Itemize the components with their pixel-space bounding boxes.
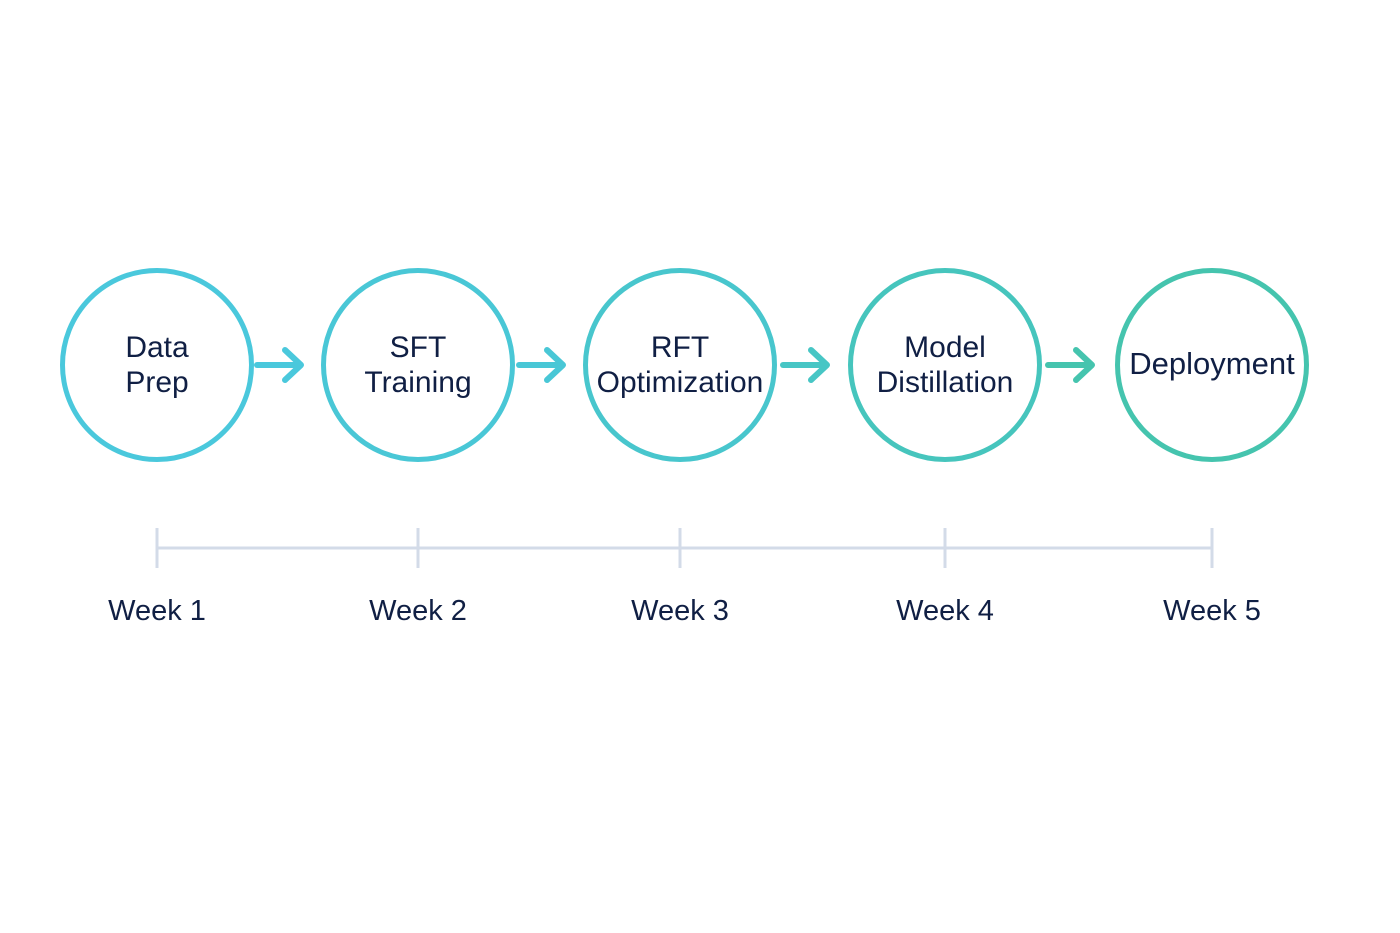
timeline-labels-group: Week 1 Week 2 Week 3 Week 4 Week 5 — [108, 595, 1261, 627]
timeline-label-week-3: Week 3 — [631, 595, 729, 627]
stage-node-model-distillation[interactable]: Model Distillation — [848, 268, 1042, 462]
stage-nodes-group: Data Prep SFT Training RFT Optimization … — [60, 268, 1309, 462]
stage-label-model-distillation-line1: Model — [904, 331, 986, 364]
stage-label-data-prep-line1: Data — [125, 331, 189, 364]
timeline-label-week-2: Week 2 — [369, 595, 467, 627]
stage-node-rft-optimization[interactable]: RFT Optimization — [583, 268, 777, 462]
arrow-right-icon-3 — [780, 347, 830, 383]
arrow-right-icon-2 — [516, 347, 566, 383]
timeline-label-week-1: Week 1 — [108, 595, 206, 627]
stage-node-deployment[interactable]: Deployment — [1115, 268, 1309, 462]
timeline-label-week-4: Week 4 — [896, 595, 994, 627]
stage-label-sft-training-line2: Training — [364, 366, 471, 399]
arrow-right-icon-1 — [254, 347, 304, 383]
stage-circle-data-prep[interactable] — [60, 268, 254, 462]
stage-circle-sft-training[interactable] — [321, 268, 515, 462]
stage-circle-model-distillation[interactable] — [848, 268, 1042, 462]
stage-label-deployment-line1: Deployment — [1129, 346, 1295, 381]
stage-circle-deployment[interactable] — [1115, 268, 1309, 462]
stage-label-data-prep-line2: Prep — [125, 366, 188, 399]
arrow-right-icon-4 — [1045, 347, 1095, 383]
stage-label-rft-optimization-line1: RFT — [651, 331, 709, 364]
stage-circle-rft-optimization[interactable] — [583, 268, 777, 462]
stage-label-sft-training-line1: SFT — [390, 331, 447, 364]
arrows-group — [254, 347, 1095, 383]
stage-node-data-prep[interactable]: Data Prep — [60, 268, 254, 462]
stage-label-rft-optimization-line2: Optimization — [597, 366, 764, 399]
timeline-axis — [155, 528, 1214, 568]
stage-node-sft-training[interactable]: SFT Training — [321, 268, 515, 462]
stage-label-model-distillation-line2: Distillation — [877, 366, 1014, 399]
timeline-label-week-5: Week 5 — [1163, 595, 1261, 627]
